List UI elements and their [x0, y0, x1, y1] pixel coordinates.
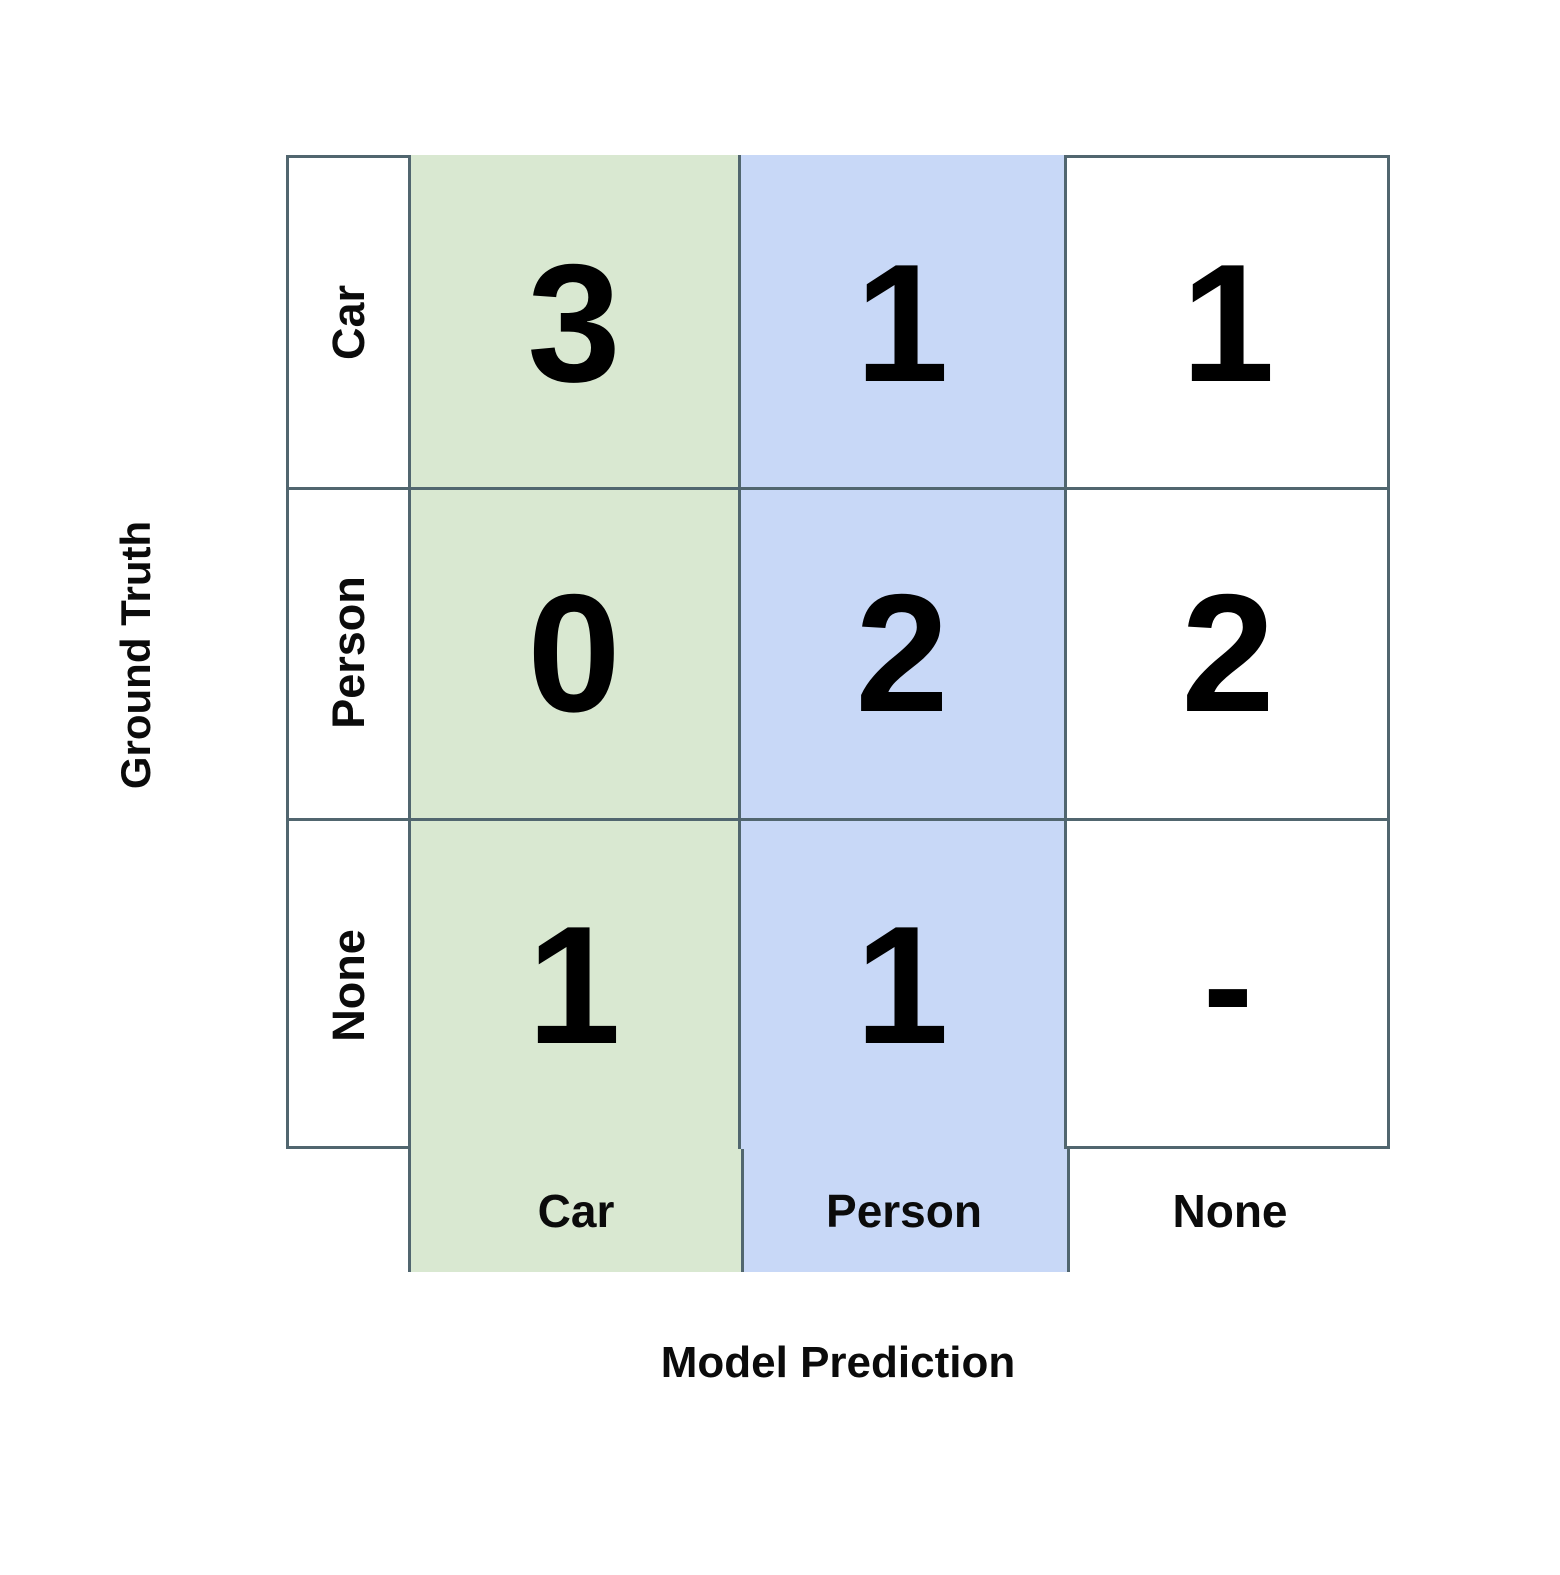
cell-car-none: 1 [1064, 158, 1390, 487]
cell-none-person: 1 [738, 818, 1064, 1152]
cell-value: 3 [527, 228, 620, 417]
column-label-car-text: Car [537, 1184, 615, 1237]
cell-value: 2 [855, 558, 948, 747]
cell-person-none: 2 [1064, 487, 1390, 818]
grid-hline-1 [286, 487, 1390, 490]
cell-value: 1 [855, 891, 948, 1079]
cell-value: 2 [1181, 558, 1274, 747]
grid-vline-3 [1064, 155, 1067, 1149]
cell-person-person: 2 [738, 487, 1064, 818]
column-label-none-text: None [1172, 1184, 1288, 1237]
column-label-strip: Car Person None [408, 1149, 1393, 1272]
row-label-none-text: None [323, 928, 374, 1042]
cell-person-car: 0 [408, 487, 738, 818]
cell-none-car: 1 [408, 818, 738, 1152]
column-band-person [738, 155, 1064, 1149]
cell-none-none: - [1064, 818, 1390, 1152]
cell-value: 1 [855, 228, 948, 417]
grid-vline-1 [408, 155, 411, 1149]
row-label-person: Person [289, 487, 408, 818]
cell-value: 0 [527, 558, 620, 747]
row-label-car: Car [289, 158, 408, 487]
row-label-person-text: Person [323, 576, 374, 729]
column-label-none: None [1067, 1149, 1393, 1272]
y-axis-title: Ground Truth [112, 520, 159, 790]
column-strip-sep-1 [741, 1149, 744, 1272]
column-strip-sep-2 [1067, 1149, 1070, 1272]
x-axis-title: Model Prediction [660, 1338, 1016, 1387]
column-label-person-text: Person [826, 1184, 982, 1237]
cell-car-car: 3 [408, 158, 738, 487]
cell-value: - [1203, 901, 1253, 1069]
column-label-person: Person [741, 1149, 1067, 1272]
column-label-car: Car [411, 1149, 741, 1272]
column-band-car [408, 155, 738, 1149]
confusion-matrix-grid: Car Person None 3 1 1 0 2 2 1 [286, 155, 1390, 1149]
cell-value: 1 [527, 891, 620, 1079]
row-label-car-text: Car [322, 284, 374, 361]
cell-value: 1 [1181, 228, 1274, 417]
grid-vline-2 [738, 155, 741, 1149]
grid-hline-2 [286, 818, 1390, 821]
row-label-none: None [289, 818, 408, 1152]
cell-car-person: 1 [738, 158, 1064, 487]
